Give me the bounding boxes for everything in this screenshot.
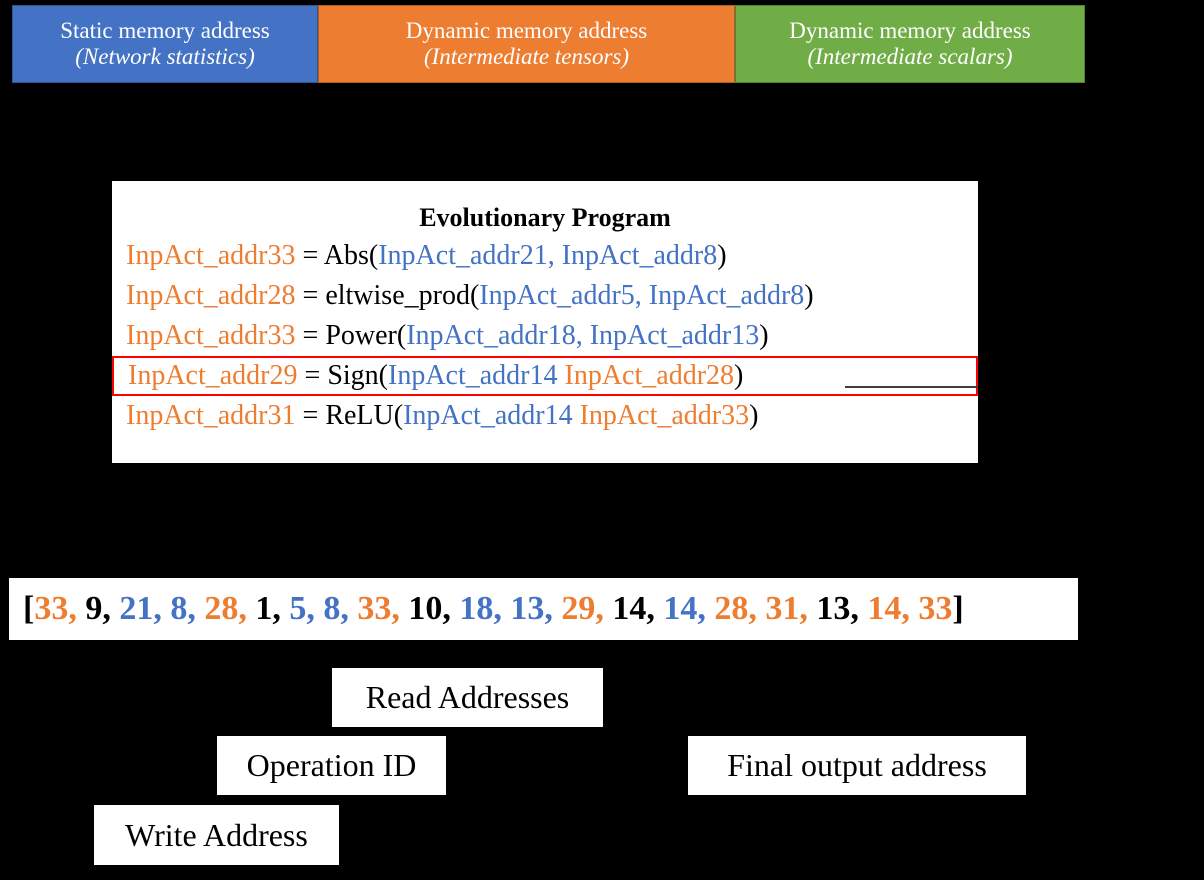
program-token: InpAct_addr28	[564, 359, 735, 391]
vector-item: 28,	[714, 590, 766, 627]
program-token: )	[734, 359, 744, 391]
legend-cell-dynamic-tensors: Dynamic memory address (Intermediate ten…	[318, 5, 735, 83]
program-token: InpAct_addr31	[126, 399, 296, 431]
vector-item: 13,	[816, 590, 868, 627]
vector-item: 1,	[255, 590, 290, 627]
legend-title-dynamic-tensors: Dynamic memory address	[405, 18, 648, 44]
program-token: InpAct_addr28	[126, 279, 296, 311]
legend-title-dynamic-scalars: Dynamic memory address	[789, 18, 1031, 44]
program-token: ReLU(	[325, 399, 404, 431]
program-token	[558, 360, 565, 391]
program-token: InpAct_addr21, InpAct_addr8	[378, 239, 718, 271]
vector-item: 14,	[867, 590, 919, 627]
program-token: =	[295, 279, 326, 311]
vector-item: 14,	[612, 590, 664, 627]
program-token: InpAct_addr5, InpAct_addr8	[479, 279, 805, 311]
program-token: InpAct_addr33	[126, 319, 296, 351]
vector-open-bracket: [	[23, 590, 35, 627]
vector-item: 5,	[289, 590, 324, 627]
legend-subtitle-static-memory: (Network statistics)	[75, 44, 255, 69]
vector-item: 14,	[663, 590, 715, 627]
program-token: )	[749, 399, 759, 431]
program-token: )	[717, 239, 727, 271]
vector-item: 33,	[34, 590, 86, 627]
program-token: =	[295, 319, 326, 351]
program-token: eltwise_prod(	[325, 279, 480, 311]
program-token: )	[759, 319, 769, 351]
vector-item: 28,	[204, 590, 256, 627]
program-token: InpAct_addr33	[579, 399, 750, 431]
program-line: InpAct_addr33 = Power(InpAct_addr18, Inp…	[112, 316, 978, 356]
legend-cell-static-memory: Static memory address (Network statistic…	[12, 5, 318, 83]
program-token: )	[804, 279, 814, 311]
encoded-vector-panel: [33, 9, 21, 8, 28, 1, 5, 8, 33, 10, 18, …	[9, 578, 1078, 640]
vector-item: 31,	[765, 590, 817, 627]
caption-read-addresses: Read Addresses	[332, 668, 603, 727]
program-token: InpAct_addr18, InpAct_addr13	[406, 319, 760, 351]
program-token: Sign(	[327, 359, 388, 391]
program-token: InpAct_addr33	[126, 239, 296, 271]
program-token: InpAct_addr29	[128, 359, 298, 391]
highlight-connector-line	[845, 386, 978, 388]
legend-subtitle-dynamic-tensors: (Intermediate tensors)	[423, 44, 630, 69]
program-line-list: InpAct_addr33 = Abs(InpAct_addr21, InpAc…	[112, 236, 978, 436]
vector-item: 18,	[459, 590, 511, 627]
legend-subtitle-dynamic-scalars: (Intermediate scalars)	[807, 44, 1013, 69]
program-line-highlighted: InpAct_addr29 = Sign(InpAct_addr14 InpAc…	[112, 355, 978, 396]
caption-write-address: Write Address	[94, 805, 339, 865]
program-line: InpAct_addr28 = eltwise_prod(InpAct_addr…	[112, 276, 978, 316]
vector-item: 33	[918, 590, 953, 627]
program-title: Evolutionary Program	[419, 203, 671, 232]
program-token: =	[295, 399, 326, 431]
caption-operation-id: Operation ID	[217, 736, 446, 795]
vector-item: 21,	[119, 590, 171, 627]
evolutionary-program-panel: Evolutionary Program InpAct_addr33 = Abs…	[112, 181, 978, 463]
memory-legend-bar: Static memory address (Network statistic…	[12, 5, 1085, 83]
vector-item: 33,	[357, 590, 409, 627]
encoded-vector-text: [33, 9, 21, 8, 28, 1, 5, 8, 33, 10, 18, …	[23, 592, 964, 626]
program-token: InpAct_addr14	[388, 359, 558, 391]
program-token: InpAct_addr14	[403, 399, 573, 431]
program-line: InpAct_addr33 = Abs(InpAct_addr21, InpAc…	[112, 236, 978, 276]
program-token: =	[297, 359, 328, 391]
legend-cell-dynamic-scalars: Dynamic memory address (Intermediate sca…	[735, 5, 1085, 83]
caption-final-output-address: Final output address	[688, 736, 1026, 795]
vector-close-bracket: ]	[952, 590, 964, 627]
vector-item: 29,	[561, 590, 613, 627]
vector-item: 10,	[408, 590, 460, 627]
program-token: =	[295, 239, 324, 271]
program-token: Power(	[325, 319, 407, 351]
vector-item: 13,	[510, 590, 562, 627]
program-token	[573, 400, 580, 431]
vector-item: 9,	[85, 590, 120, 627]
vector-item: 8,	[323, 590, 358, 627]
program-line: InpAct_addr31 = ReLU(InpAct_addr14 InpAc…	[112, 396, 978, 436]
program-token: Abs(	[323, 239, 379, 271]
legend-title-static-memory: Static memory address	[60, 18, 270, 44]
vector-item: 8,	[170, 590, 205, 627]
